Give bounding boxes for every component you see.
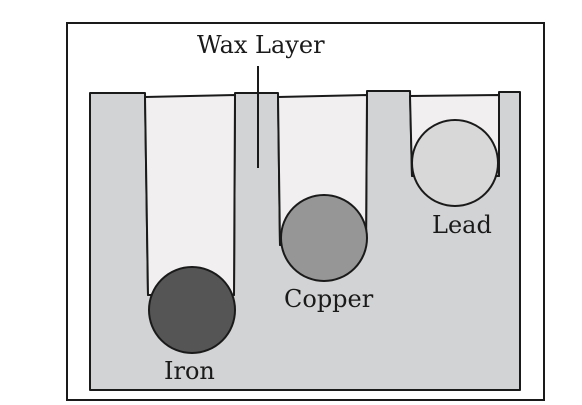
copper-label: Copper (284, 285, 374, 313)
wax-slab-edges (90, 90, 520, 94)
iron-groove (144, 94, 236, 296)
lead-label: Lead (432, 211, 492, 239)
iron-label: Iron (164, 357, 215, 385)
wax-layer-label: Wax Layer (197, 31, 325, 59)
iron-ball (148, 266, 236, 354)
copper-ball (280, 194, 368, 282)
lead-ball (411, 119, 499, 207)
